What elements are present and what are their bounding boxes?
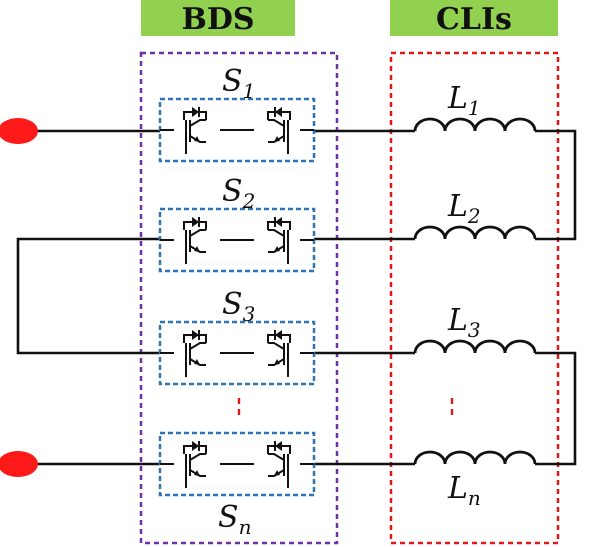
bds-header-label: BDS: [181, 2, 254, 37]
switch-label-2: S2: [222, 174, 255, 213]
switch-label-3: S3: [222, 287, 255, 326]
inductor-label-2: L2: [447, 189, 481, 228]
inductor-2: L2: [413, 189, 537, 240]
bds-header-background: [141, 0, 295, 36]
bds-group-border: [139, 51, 339, 545]
switch-label-n: Sn: [218, 500, 251, 539]
inductor-coil-icon: [413, 339, 537, 354]
inductor-n: Ln: [413, 450, 537, 510]
igbt-diode-pair-icon: [160, 330, 314, 377]
switch-module-3: S3: [158, 287, 316, 386]
wiring: [14, 129, 577, 466]
inductor-3: L3: [413, 303, 537, 354]
inductor-label-3: L3: [447, 303, 481, 342]
inductor-coil-icon: [413, 117, 537, 132]
inductor-label-1: L1: [447, 81, 481, 120]
switch-module-2: S2: [158, 174, 316, 273]
inductor-coil-icon: [413, 450, 537, 465]
terminal-dot-icon: [0, 451, 38, 477]
switch-label-1: S1: [222, 64, 255, 103]
inductor-1: L1: [413, 81, 537, 132]
igbt-diode-pair-icon: [160, 441, 314, 488]
terminal-dot-icon: [0, 118, 38, 144]
switch-module-n: Sn: [158, 431, 316, 539]
ellipsis-marks: [237, 398, 454, 415]
igbt-diode-pair-icon: [160, 107, 314, 154]
igbt-diode-pair-icon: [160, 217, 314, 264]
inductor-coil-icon: [413, 225, 537, 240]
clis-header-label: CLIs: [436, 2, 512, 37]
inductor-label-n: Ln: [447, 471, 481, 510]
switch-module-1: S1: [158, 64, 316, 163]
clis-group-border: [389, 51, 560, 545]
clis-header-background: [390, 0, 558, 36]
